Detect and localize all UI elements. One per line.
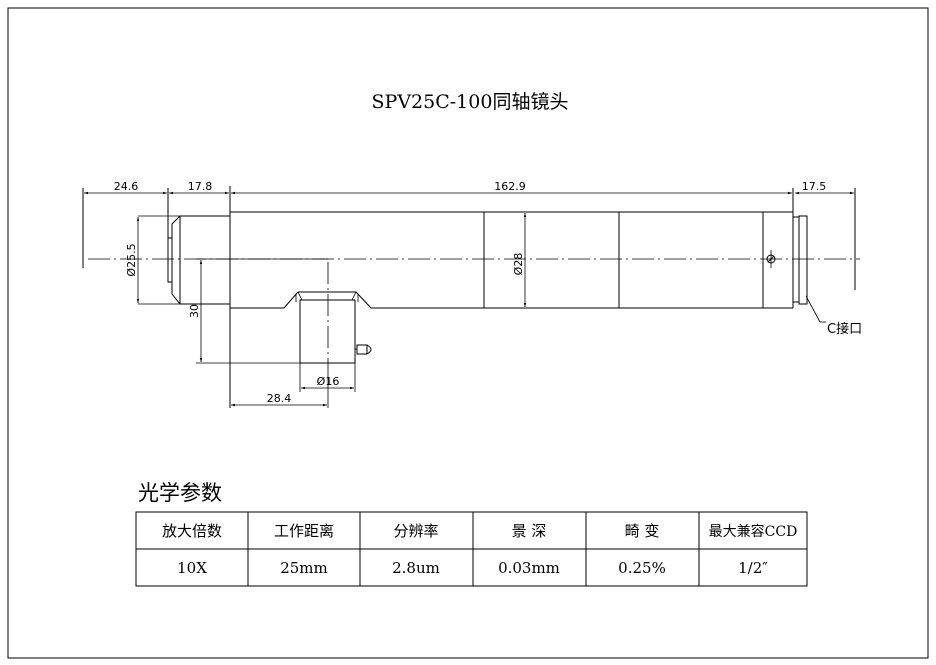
table-header: 畸 变 bbox=[625, 522, 660, 540]
c-mount-label: C接口 bbox=[827, 321, 862, 337]
dim-port-offset: 30 bbox=[188, 304, 201, 318]
table-header: 最大兼容CCD bbox=[709, 523, 798, 540]
drawing-title: SPV25C-100同轴镜头 bbox=[372, 91, 569, 113]
table-cell: 10X bbox=[177, 559, 207, 577]
table-cell: 1/2″ bbox=[738, 559, 768, 577]
dim-body-diameter: Ø28 bbox=[512, 253, 525, 276]
dim-mount-length: 17.5 bbox=[802, 180, 827, 193]
front-cap bbox=[136, 215, 230, 305]
table-header: 工作距离 bbox=[274, 522, 334, 540]
table-header: 分辨率 bbox=[393, 522, 438, 540]
dim-front-length: 24.6 bbox=[114, 180, 139, 193]
dim-port-position: 28.4 bbox=[267, 392, 292, 405]
table-cell: 2.8um bbox=[392, 559, 440, 577]
dim-front-diameter: Ø25.5 bbox=[125, 243, 138, 276]
table-cell: 25mm bbox=[280, 559, 328, 577]
optics-heading: 光学参数 bbox=[138, 481, 222, 505]
table-header: 放大倍数 bbox=[162, 522, 222, 540]
dim-body-length: 162.9 bbox=[494, 180, 526, 193]
side-port bbox=[295, 262, 372, 368]
screw-icon bbox=[766, 250, 776, 268]
optics-table: 放大倍数 工作距离 分辨率 景 深 畸 变 最大兼容CCD 10X 25mm 2… bbox=[135, 511, 808, 587]
table-cell: 0.25% bbox=[618, 559, 666, 577]
table-header: 景 深 bbox=[512, 522, 547, 540]
dim-cap-length: 17.8 bbox=[188, 180, 213, 193]
c-mount bbox=[792, 215, 826, 323]
table-cell: 0.03mm bbox=[498, 559, 560, 577]
drawing-border bbox=[7, 7, 929, 659]
